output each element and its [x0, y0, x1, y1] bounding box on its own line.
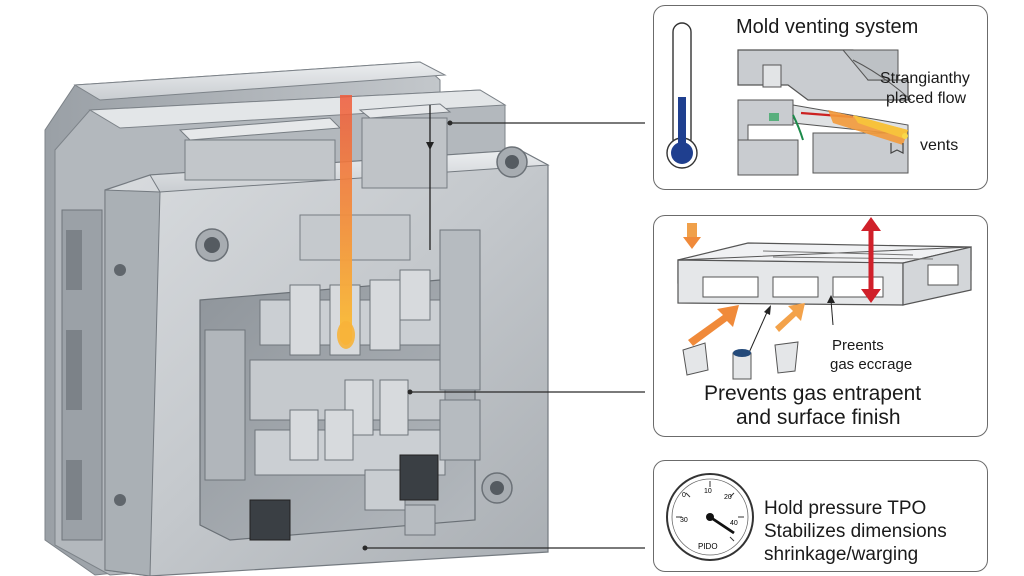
- gas-callout-line2: gas eccгage: [830, 356, 913, 373]
- guide-pin-icons: [114, 146, 528, 506]
- gas-entrapment-panel: Preents gas eccгage Prevents gas entrape…: [653, 215, 988, 437]
- gauge-tick-2: 20: [724, 494, 732, 501]
- vents-label: vents: [920, 137, 959, 154]
- entrapment-caption-line1: Prevents gas entrapent: [704, 382, 922, 405]
- gauge-tick-3: 30: [680, 517, 688, 524]
- pressure-gauge-icon: 0 10 20 30 40 PIDO: [666, 473, 754, 561]
- molded-part: [677, 242, 972, 306]
- venting-title: Mold venting system: [736, 16, 919, 38]
- callout-arrows: [747, 295, 835, 356]
- entrapment-caption-line2: and surface finish: [736, 406, 901, 429]
- clamp-arrow-icon: [861, 217, 881, 303]
- gauge-tick-1: 10: [704, 488, 712, 495]
- vent-cross-section: [737, 49, 912, 176]
- hold-pressure-panel: 0 10 20 30 40 PIDO Hold pressure TPO Sta…: [653, 460, 988, 572]
- melt-flow-stream: [337, 95, 355, 349]
- gauge-tick-0: 0: [682, 492, 686, 499]
- side-stack: [61, 209, 103, 541]
- callout-leaders: [362, 120, 645, 551]
- vent-insert-icons: [682, 341, 799, 380]
- top-blocks: [178, 103, 452, 261]
- flow-label-line1: Strangianthy: [880, 70, 970, 87]
- gas-callout-line1: Preents: [832, 337, 884, 354]
- gas-flow-arrows: [688, 303, 805, 346]
- thermometer-icon: [666, 22, 698, 169]
- gauge-label: PIDO: [698, 542, 718, 551]
- hold-pressure-line1: Hold pressure TPO: [764, 498, 927, 519]
- vent-marker: [426, 105, 434, 250]
- hold-pressure-line2: Stabilizes dimensions: [764, 521, 947, 542]
- down-arrow-icon: [683, 223, 701, 249]
- gauge-tick-4: 40: [730, 520, 738, 527]
- venting-system-panel: Mold venting system Strangianthy placed …: [653, 5, 988, 190]
- mold-cavity: [199, 229, 481, 541]
- venting-diagram: [666, 22, 912, 176]
- part-diagram: [677, 217, 972, 380]
- hold-pressure-line3: shrinkage/warging: [764, 544, 919, 565]
- flow-label-line2: placed flow: [886, 90, 967, 107]
